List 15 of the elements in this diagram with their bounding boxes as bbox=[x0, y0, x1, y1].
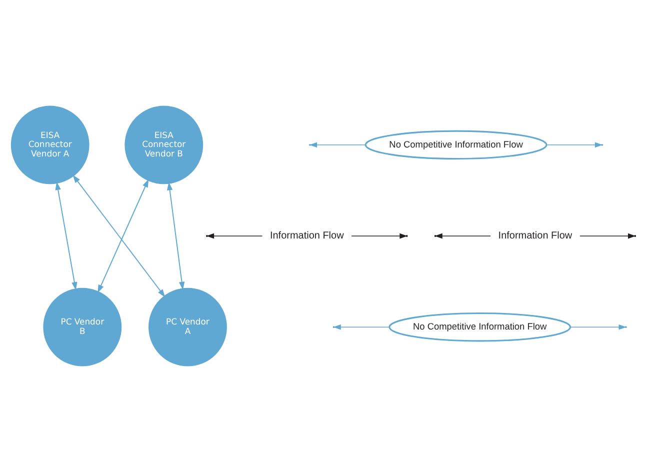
node-ellipse: No Competitive Information Flow bbox=[364, 130, 548, 160]
arrow bbox=[351, 233, 408, 239]
node-circle: PC Vendor B bbox=[43, 288, 122, 366]
node-text: Information Flow bbox=[498, 230, 572, 242]
arrow bbox=[546, 142, 603, 148]
arrow bbox=[309, 142, 366, 148]
arrow bbox=[55, 182, 78, 290]
arrow bbox=[434, 233, 491, 239]
node-ellipse: No Competitive Information Flow bbox=[388, 312, 572, 342]
arrow bbox=[98, 179, 149, 294]
arrow bbox=[570, 324, 626, 330]
node-circle: EISA Connector Vendor B bbox=[124, 106, 204, 184]
arrow bbox=[72, 174, 166, 298]
arrow bbox=[166, 182, 185, 290]
node-text: Information Flow bbox=[270, 230, 344, 242]
